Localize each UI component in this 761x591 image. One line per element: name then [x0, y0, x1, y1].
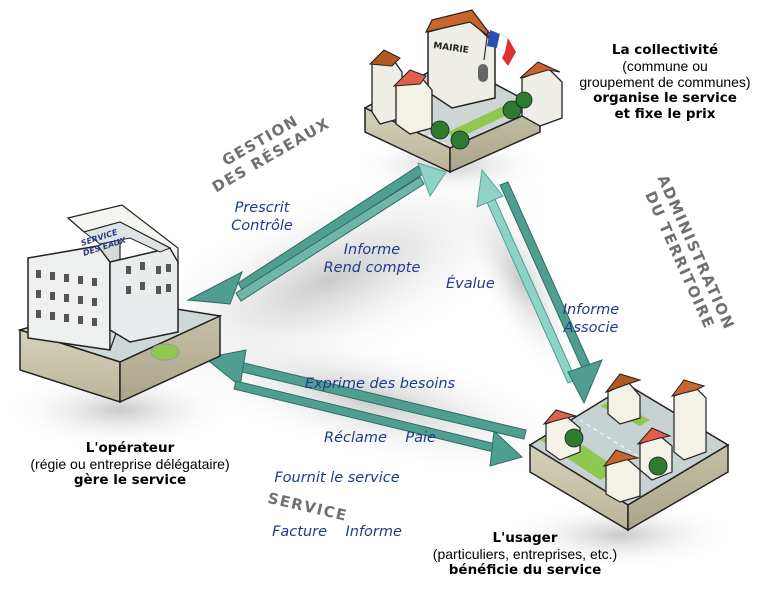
- arrow-operateur-to-collectivite: [235, 162, 447, 302]
- flow-line: Informe: [562, 302, 620, 318]
- flow-line: Réclame Paie: [324, 430, 436, 446]
- windows: [36, 262, 171, 326]
- node-detail: (régie ou entreprise délégataire): [30, 456, 230, 472]
- node-role: gère le service: [73, 472, 187, 488]
- node-detail: groupement de communes): [579, 74, 751, 90]
- flow-line: Rend compte: [323, 260, 421, 276]
- flow-label-informe-associe: Informe Associe: [553, 301, 629, 337]
- node-title: L'opérateur: [85, 440, 175, 456]
- node-role: organise le service: [593, 90, 737, 106]
- flow-label-prescrit-controle: Prescrit Contrôle: [222, 199, 302, 235]
- water-service-building-block: SERVICE DES EAUX: [17, 204, 223, 404]
- flow-line: Facture Informe: [272, 524, 402, 540]
- flow-line: Exprime des besoins: [304, 376, 456, 392]
- flow-line: Évalue: [446, 276, 495, 292]
- flow-label-exprime-besoins: Exprime des besoins Réclame Paie: [292, 339, 468, 483]
- residential-block: [528, 373, 730, 532]
- flow-label-evalue: Évalue: [446, 275, 495, 293]
- shadow-swoosh: [0, 370, 240, 450]
- flow-line: Fournit le service: [274, 470, 400, 486]
- node-label-usager: L'usager (particuliers, entreprises, etc…: [420, 530, 630, 578]
- shadow-swoosh: [500, 500, 740, 570]
- flow-line: Informe: [343, 242, 401, 258]
- node-detail: (particuliers, entreprises, etc.): [432, 546, 618, 562]
- flow-line: Associe: [563, 320, 619, 336]
- node-role: bénéficie du service: [448, 562, 602, 578]
- node-detail: (commune ou: [622, 58, 708, 74]
- arrow-operateur-to-usager: [233, 380, 523, 467]
- flow-line: Contrôle: [231, 218, 293, 234]
- node-title: L'usager: [492, 530, 558, 546]
- flow-line: Prescrit: [234, 200, 290, 216]
- node-title: La collectivité: [611, 42, 719, 58]
- mairie-sign: MAIRIE: [433, 41, 470, 56]
- node-label-collectivite: La collectivité (commune ou groupement d…: [570, 42, 760, 122]
- arrow-collectivite-to-usager: [499, 181, 603, 405]
- node-label-operateur: L'opérateur (régie ou entreprise délégat…: [10, 440, 250, 488]
- flow-label-fournit-service: Fournit le service Facture Informe: [262, 433, 412, 577]
- town-hall-block: MAIRIE: [363, 9, 563, 174]
- french-flag-icon: [483, 29, 516, 66]
- node-role: et fixe le prix: [614, 106, 716, 122]
- flow-label-informe-rend-compte: Informe Rend compte: [312, 241, 432, 277]
